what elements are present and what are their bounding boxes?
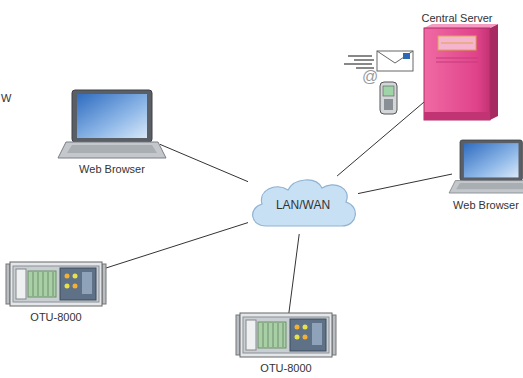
laptop-icon: Web Browser <box>64 90 160 158</box>
device-label: OTU-8000 <box>260 362 311 374</box>
network-link <box>337 102 424 176</box>
network-cloud: LAN/WAN <box>248 176 358 234</box>
network-link <box>104 223 248 269</box>
laptop-icon: Web Browser <box>452 140 520 194</box>
server-tower: Central Server <box>424 28 490 120</box>
device-label: Central Server <box>422 12 493 24</box>
cloud-outline <box>253 180 356 226</box>
cut-off-text: W <box>1 92 11 104</box>
network-link <box>358 174 452 194</box>
network-link <box>289 234 299 313</box>
otu-unit: OTU-8000 <box>238 313 334 357</box>
device-label: Web Browser <box>453 199 519 211</box>
network-link <box>160 144 248 181</box>
device-label: Web Browser <box>79 163 145 175</box>
otu-unit: OTU-8000 <box>8 262 104 306</box>
email-at-sign: @ <box>362 68 378 86</box>
network-label: LAN/WAN <box>276 198 330 212</box>
device-label: OTU-8000 <box>30 311 81 323</box>
